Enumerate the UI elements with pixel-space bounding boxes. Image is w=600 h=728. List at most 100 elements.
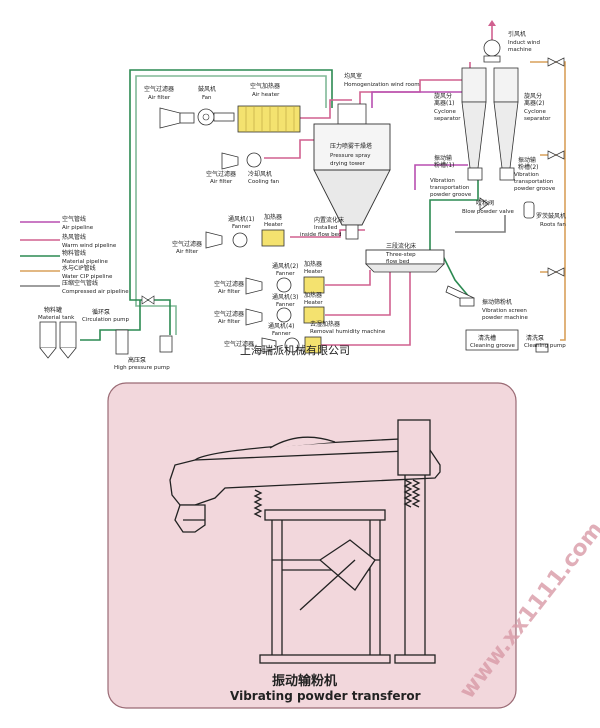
homogenization-wind-room: 均风室 Homogenization wind room <box>337 72 420 125</box>
legend-compressed-en: Compressed air pipeline <box>62 289 129 295</box>
svg-text:Roots fan: Roots fan <box>540 222 566 228</box>
hot-air-pipe-cooling <box>264 139 320 159</box>
svg-text:separator: separator <box>524 116 551 122</box>
hot-air-pipe-stairs <box>320 270 411 346</box>
svg-text:Air filter: Air filter <box>218 319 241 325</box>
svg-text:内置流化床: 内置流化床 <box>314 216 344 224</box>
svg-text:Fanner: Fanner <box>276 271 295 277</box>
svg-text:振动输: 振动输 <box>434 154 452 162</box>
high-pressure-pump: 高压泵 High pressure pump <box>114 295 173 371</box>
svg-text:Heater: Heater <box>304 269 323 275</box>
svg-text:Cyclone: Cyclone <box>434 109 456 115</box>
svg-text:鼓风机: 鼓风机 <box>198 85 216 93</box>
panel-title-cn: 振动输粉机 <box>272 673 337 689</box>
blow-powder-valve: 吹粉阀 Blow powder valve <box>462 197 515 215</box>
fanner-4-group: 空气过滤器 通风机(4) Fanner 去湿加热器 Removal humidi… <box>224 320 386 354</box>
svg-text:清洗泵: 清洗泵 <box>526 334 544 342</box>
legend-water-cn: 水与CIP管线 <box>62 264 96 272</box>
svg-text:Fanner: Fanner <box>232 224 251 230</box>
svg-text:空气过滤器: 空气过滤器 <box>172 240 202 248</box>
legend-air-cn: 空气管线 <box>62 215 86 223</box>
svg-text:separator: separator <box>434 116 461 122</box>
svg-text:空气过滤器: 空气过滤器 <box>206 170 236 178</box>
duct-to-screen <box>439 249 471 299</box>
svg-text:transportation: transportation <box>514 179 554 185</box>
svg-text:Vibration: Vibration <box>514 172 539 178</box>
legend: 空气管线 Air pipeline 热风管线 Warm wind pipelin… <box>20 215 129 295</box>
svg-text:Vibration screen: Vibration screen <box>482 308 527 314</box>
svg-text:引风机: 引风机 <box>508 30 526 38</box>
svg-text:粉槽(2): 粉槽(2) <box>518 163 539 171</box>
svg-text:空气过滤器: 空气过滤器 <box>214 310 244 318</box>
svg-text:Heater: Heater <box>264 222 283 228</box>
hot-air-pipe-main <box>300 99 352 119</box>
legend-water-en: Water CIP pipeline <box>62 274 113 280</box>
svg-text:Air filter: Air filter <box>210 179 233 185</box>
legend-material-cn: 物料管线 <box>62 249 86 257</box>
vibrating-transferor-drawing <box>169 419 441 664</box>
svg-text:inside flow bed: inside flow bed <box>300 232 341 238</box>
fanner-2-group: 空气过滤器 Air filter 通风机(2) Fanner 加热器 Heate… <box>214 260 325 295</box>
svg-text:粉槽(1): 粉槽(1) <box>434 161 455 169</box>
svg-text:Material tank: Material tank <box>38 315 75 321</box>
svg-text:Air filter: Air filter <box>176 249 199 255</box>
svg-text:罗茨鼓风机: 罗茨鼓风机 <box>536 212 566 220</box>
svg-text:通风机(3): 通风机(3) <box>272 293 299 301</box>
legend-hot-en: Warm wind pipeline <box>62 243 117 249</box>
material-pipe-main-inner <box>135 75 327 335</box>
svg-text:清洗槽: 清洗槽 <box>478 334 496 342</box>
roots-fan: 罗茨鼓风机 Roots fan <box>523 201 566 228</box>
panel-title-en: Vibrating powder transferor <box>230 689 421 703</box>
svg-text:High pressure pump: High pressure pump <box>114 365 170 371</box>
svg-text:均风室: 均风室 <box>344 72 362 80</box>
svg-text:Air filter: Air filter <box>218 289 241 295</box>
air-heater: 空气加热器 Air heater <box>237 82 301 133</box>
legend-item-material: 物料管线 Material pipeline <box>20 249 109 265</box>
svg-text:Homogenization wind room: Homogenization wind room <box>344 82 420 88</box>
svg-text:循环泵: 循环泵 <box>92 308 110 316</box>
water-pipe-right <box>530 61 566 341</box>
material-pipe-tank <box>80 300 141 341</box>
svg-text:powder machine: powder machine <box>482 315 528 321</box>
svg-text:通风机(2): 通风机(2) <box>272 262 299 270</box>
circulation-pump: 循环泵 Circulation pump <box>82 308 130 355</box>
svg-text:空气过滤器: 空气过滤器 <box>144 85 174 93</box>
svg-text:Cleaning groove: Cleaning groove <box>470 343 515 349</box>
detail-panel: www.xx1111.com <box>107 382 600 709</box>
svg-text:machine: machine <box>508 47 532 53</box>
svg-text:加热器: 加热器 <box>264 213 282 221</box>
svg-text:Vibration: Vibration <box>430 178 455 184</box>
svg-text:Blow powder valve: Blow powder valve <box>462 209 515 215</box>
vibration-groove-1: 振动输 粉槽(1) Vibration transportation powde… <box>430 154 483 198</box>
fanner-3-group: 空气过滤器 Air filter 通风机(3) Fanner 加热器 Heate… <box>214 291 325 326</box>
svg-text:Removal humidity machine: Removal humidity machine <box>310 329 386 335</box>
svg-text:三段流化床: 三段流化床 <box>386 242 416 250</box>
svg-text:flow bed: flow bed <box>386 259 409 265</box>
air-pipe-cyclone <box>414 164 468 190</box>
svg-text:振动输: 振动输 <box>518 156 536 164</box>
fan-top: 鼓风机 Fan <box>197 85 235 126</box>
air-pipe-tower <box>371 70 471 108</box>
cyclone-separator-1: 旋风分 离器(1) Cyclone separator <box>434 67 487 169</box>
cyclone-separator-2: 旋风分 离器(2) Cyclone separator <box>493 67 551 169</box>
svg-text:旋风分: 旋风分 <box>524 92 542 100</box>
three-step-flow-bed: 三段流化床 Three-step flow bed <box>365 242 445 273</box>
svg-text:Induct wind: Induct wind <box>508 40 540 46</box>
svg-text:离器(1): 离器(1) <box>434 99 455 107</box>
svg-text:离器(2): 离器(2) <box>524 99 545 107</box>
legend-item-water: 水与CIP管线 Water CIP pipeline <box>20 264 113 280</box>
svg-text:Air filter: Air filter <box>148 95 171 101</box>
svg-text:Pressure spray: Pressure spray <box>330 153 371 159</box>
svg-text:Installed: Installed <box>314 225 337 231</box>
svg-text:通风机(4): 通风机(4) <box>268 322 295 330</box>
svg-text:Fanner: Fanner <box>276 302 295 308</box>
svg-text:通风机(1): 通风机(1) <box>228 215 255 223</box>
material-tanks: 物料罐 Material tank <box>38 306 77 359</box>
svg-text:吹粉阀: 吹粉阀 <box>476 199 494 207</box>
fanner-1-group: 空气过滤器 Air filter 通风机(1) Fanner 加热器 Heate… <box>172 213 344 255</box>
svg-text:物料罐: 物料罐 <box>44 306 62 314</box>
svg-text:Air heater: Air heater <box>252 92 280 98</box>
svg-text:Three-step: Three-step <box>385 252 416 258</box>
right-valves <box>547 57 565 277</box>
